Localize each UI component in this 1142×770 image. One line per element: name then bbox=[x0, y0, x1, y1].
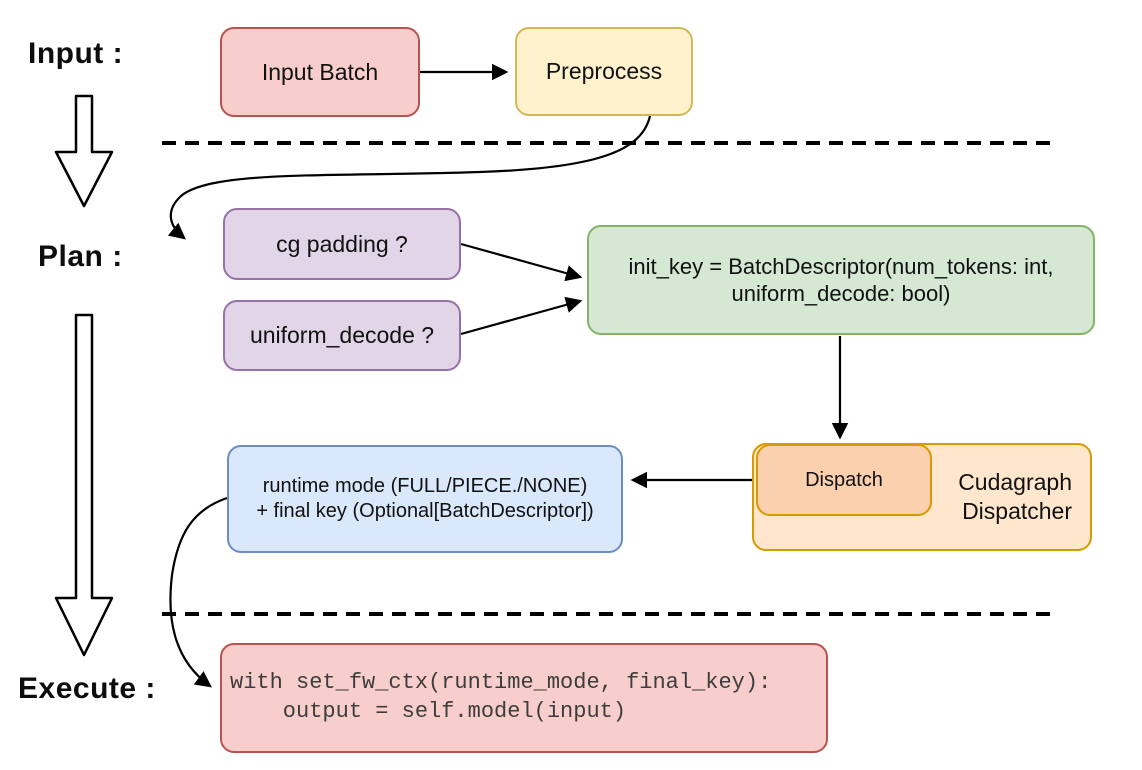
input-batch-label: Input Batch bbox=[261, 58, 379, 85]
edge-uniform-decode-to-init-key bbox=[460, 296, 583, 336]
dispatch-label: Dispatch bbox=[805, 468, 883, 491]
stage-label-execute: Execute : bbox=[18, 672, 156, 705]
uniform-decode-node: uniform_decode ? bbox=[223, 300, 461, 371]
input-batch-node: Input Batch bbox=[220, 27, 420, 117]
edge-preprocess-to-cg-padding bbox=[167, 115, 652, 240]
input-to-plan-arrow-icon bbox=[54, 94, 114, 208]
init-key-line1: init_key = BatchDescriptor(num_tokens: i… bbox=[628, 253, 1054, 279]
edge-runtime-mode-to-execute-code bbox=[169, 496, 228, 688]
runtime-mode-line2: + final key (Optional[BatchDescriptor]) bbox=[256, 500, 594, 522]
execute-code-line1: with set_fw_ctx(runtime_mode, final_key)… bbox=[230, 670, 772, 696]
plan-to-execute-arrow-icon bbox=[54, 313, 114, 657]
preprocess-node: Preprocess bbox=[515, 27, 693, 116]
cudagraph-dispatcher-line2: Dispatcher bbox=[962, 498, 1072, 524]
execute-code-node: with set_fw_ctx(runtime_mode, final_key)… bbox=[220, 643, 828, 753]
execute-code-line2: output = self.model(input) bbox=[230, 699, 627, 724]
preprocess-label: Preprocess bbox=[545, 58, 663, 85]
runtime-mode-line1: runtime mode (FULL/PIECE./NONE) bbox=[262, 475, 588, 497]
dispatch-node: Dispatch bbox=[756, 444, 932, 516]
stage-label-plan: Plan : bbox=[38, 240, 123, 273]
edge-cg-padding-to-init-key bbox=[460, 242, 583, 282]
runtime-mode-node: runtime mode (FULL/PIECE./NONE) + final … bbox=[227, 445, 623, 553]
cg-padding-label: cg padding ? bbox=[276, 230, 408, 257]
init-key-line2: uniform_decode: bool) bbox=[731, 281, 951, 306]
uniform-decode-label: uniform_decode ? bbox=[249, 322, 435, 349]
init-key-node: init_key = BatchDescriptor(num_tokens: i… bbox=[587, 225, 1095, 335]
cudagraph-dispatcher-line1: Cudagraph bbox=[958, 469, 1072, 496]
stage-label-input: Input : bbox=[28, 37, 124, 70]
cg-padding-node: cg padding ? bbox=[223, 208, 461, 280]
